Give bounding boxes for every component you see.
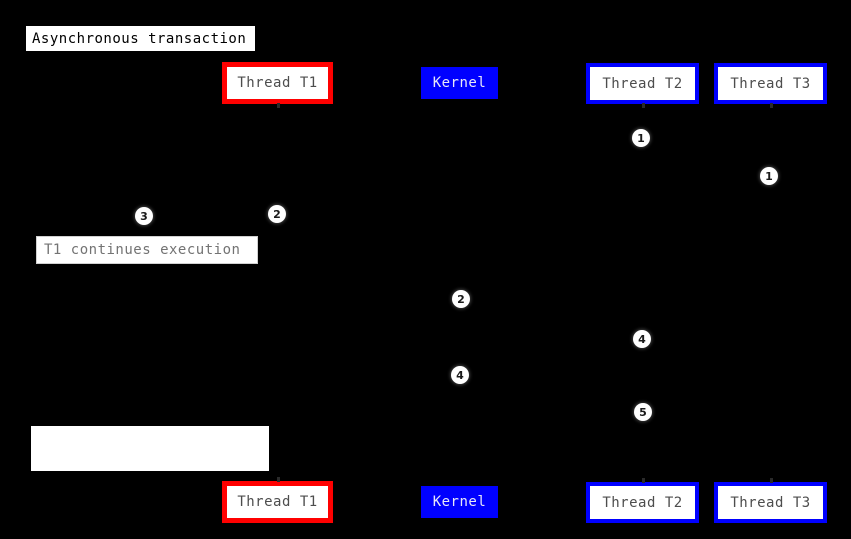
lifeline-bottom-thread-t3[interactable]: Thread T3 <box>714 482 827 523</box>
step-badge-4: 4 <box>633 330 651 348</box>
step-badge-2: 2 <box>452 290 470 308</box>
diagram-title: Asynchronous transaction <box>26 26 255 51</box>
lifeline-tick <box>276 103 280 108</box>
lifeline-bottom-thread-t1[interactable]: Thread T1 <box>222 481 333 523</box>
lifeline-tick <box>769 478 773 483</box>
lifeline-top-thread-t2[interactable]: Thread T2 <box>586 63 699 104</box>
step-badge-1: 1 <box>760 167 778 185</box>
empty-note-box <box>31 426 269 471</box>
step-badge-3: 3 <box>135 207 153 225</box>
lifeline-top-thread-t1[interactable]: Thread T1 <box>222 62 333 104</box>
step-badge-5: 5 <box>634 403 652 421</box>
lifeline-tick <box>641 478 645 483</box>
lifeline-tick <box>276 477 280 482</box>
lifeline-tick <box>641 103 645 108</box>
step-badge-4: 4 <box>451 366 469 384</box>
lifeline-bottom-thread-t2[interactable]: Thread T2 <box>586 482 699 523</box>
step-badge-1: 1 <box>632 129 650 147</box>
lifeline-tick <box>769 103 773 108</box>
step-badge-2: 2 <box>268 205 286 223</box>
lifeline-top-thread-t3[interactable]: Thread T3 <box>714 63 827 104</box>
lifeline-bottom-kernel[interactable]: Kernel <box>421 486 498 518</box>
note-box: T1 continues execution <box>36 236 258 264</box>
lifeline-top-kernel[interactable]: Kernel <box>421 67 498 99</box>
